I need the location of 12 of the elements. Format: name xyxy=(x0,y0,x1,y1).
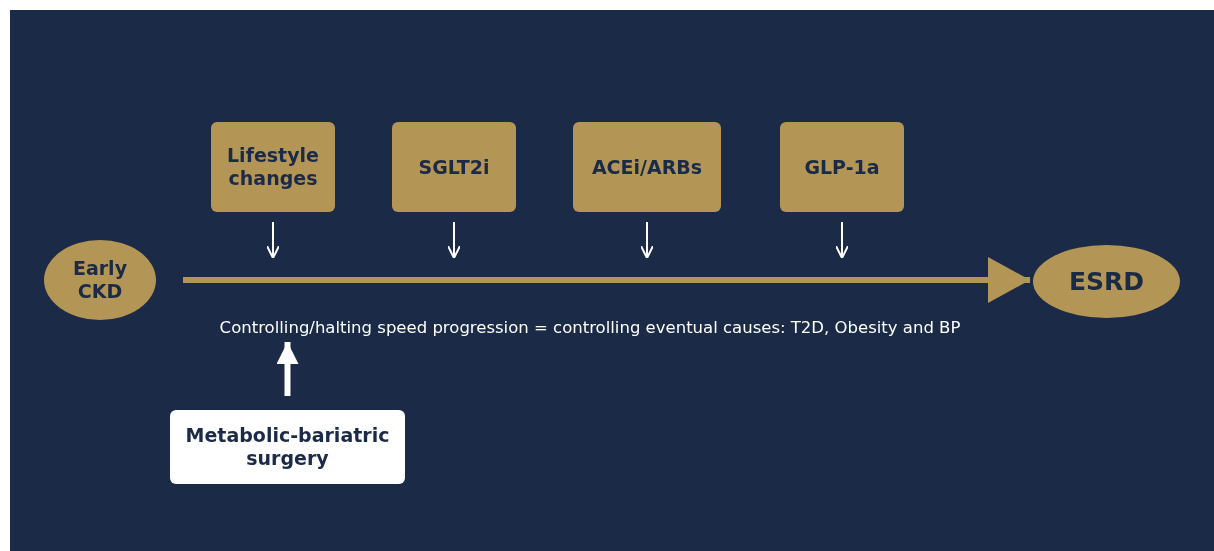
procedure-box: Metabolic-bariatric surgery xyxy=(170,410,405,484)
arrow xyxy=(276,342,299,396)
arrow xyxy=(640,221,654,259)
arrow xyxy=(447,221,461,259)
treatment-box: SGLT2i xyxy=(392,122,516,212)
arrow xyxy=(835,221,849,259)
progression-note: Controlling/halting speed progression = controlling eventual causes: T2D, Obesity and BP xyxy=(172,316,1008,340)
arrow xyxy=(266,221,280,259)
treatment-box: GLP-1a xyxy=(780,122,904,212)
progression-arrow xyxy=(183,257,1030,303)
treatment-box: ACEi/ARBs xyxy=(573,122,721,212)
treatment-box: Lifestyle changes xyxy=(211,122,335,212)
